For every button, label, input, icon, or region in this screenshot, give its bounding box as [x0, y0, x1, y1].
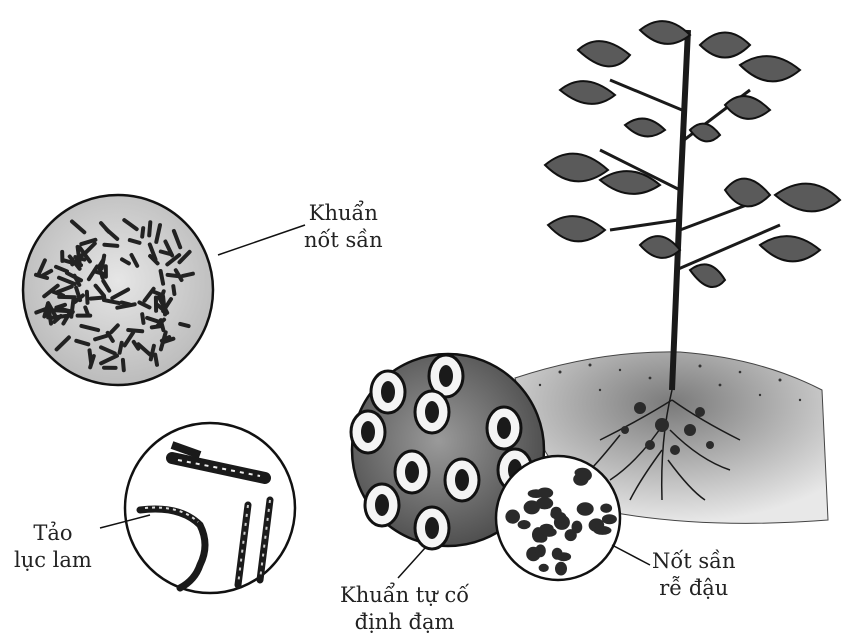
nodule-cell — [554, 512, 567, 523]
rod-bacterium — [183, 274, 193, 276]
bean-plant — [515, 21, 840, 523]
rod-bacterium — [122, 303, 130, 305]
label-leader-line — [218, 225, 305, 255]
nodule-cell — [577, 502, 594, 515]
rod-bacterium — [149, 222, 150, 235]
label-line: lục lam — [14, 547, 92, 574]
rod-bacterium — [142, 228, 143, 237]
label-line: Khuẩn tự cố — [340, 582, 469, 609]
rod-bacterium — [104, 245, 117, 246]
nodule-cell — [579, 469, 592, 481]
nodule-cell — [600, 504, 612, 513]
nodule-cell — [536, 497, 553, 509]
rod-bacterium — [55, 310, 71, 311]
label-cyanobacteria: Tảo lục lam — [14, 520, 92, 574]
label-leader-line — [612, 545, 650, 565]
label-line: nốt sần — [304, 227, 383, 254]
rod-bacterium — [123, 360, 124, 370]
label-line: Nốt sần — [652, 548, 736, 575]
nodule-cell — [541, 528, 556, 537]
nodule-cell — [505, 509, 520, 523]
label-line: Tảo — [14, 520, 92, 547]
bacterium-cell — [371, 371, 405, 413]
rod-bacterium — [155, 355, 157, 365]
rod-bacterium — [173, 286, 174, 294]
nodule-cell — [537, 488, 553, 499]
rod-bacterium — [161, 271, 164, 284]
label-free-living-bacteria: Khuẩn tự cố định đạm — [340, 582, 469, 636]
label-line: rễ đậu — [652, 575, 736, 602]
bacterium-cell — [395, 451, 429, 493]
label-line: định đạm — [340, 609, 469, 636]
rod-bacterium — [78, 247, 80, 264]
rod-bacterium — [90, 350, 92, 363]
nodule-cell — [552, 548, 563, 560]
rod-bacterium — [87, 292, 88, 303]
rod-bacterium — [142, 314, 143, 323]
nodule-cell — [518, 520, 531, 529]
rod-bacterium — [130, 240, 140, 243]
nodule-cell — [555, 562, 567, 576]
nodule-cell — [594, 526, 612, 535]
rod-bacterium — [56, 305, 65, 308]
rod-bacterium — [120, 343, 122, 353]
rod-bacterium — [128, 330, 142, 331]
label-leader-line — [398, 548, 425, 578]
bacterium-cell — [415, 391, 449, 433]
label-nodule-bacteria: Khuẩn nốt sần — [304, 200, 383, 254]
rod-bacterium — [180, 324, 188, 326]
nodule-cell — [602, 514, 617, 524]
bacterium-cell — [415, 507, 449, 549]
nodule-cell — [535, 544, 546, 557]
nodule-bacteria-circle — [23, 195, 305, 385]
bacterium-cell — [487, 407, 521, 449]
bacterium-cell — [365, 484, 399, 526]
nodule-cell — [539, 564, 549, 572]
cyanobacteria-circle — [100, 423, 295, 593]
rod-bacterium — [91, 298, 105, 299]
bacterium-cell — [445, 459, 479, 501]
nodule-cell — [572, 521, 583, 534]
label-root-nodule: Nốt sần rễ đậu — [652, 548, 736, 602]
rod-bacterium — [47, 309, 49, 318]
label-line: Khuẩn — [304, 200, 383, 227]
bacterium-cell — [351, 411, 385, 453]
